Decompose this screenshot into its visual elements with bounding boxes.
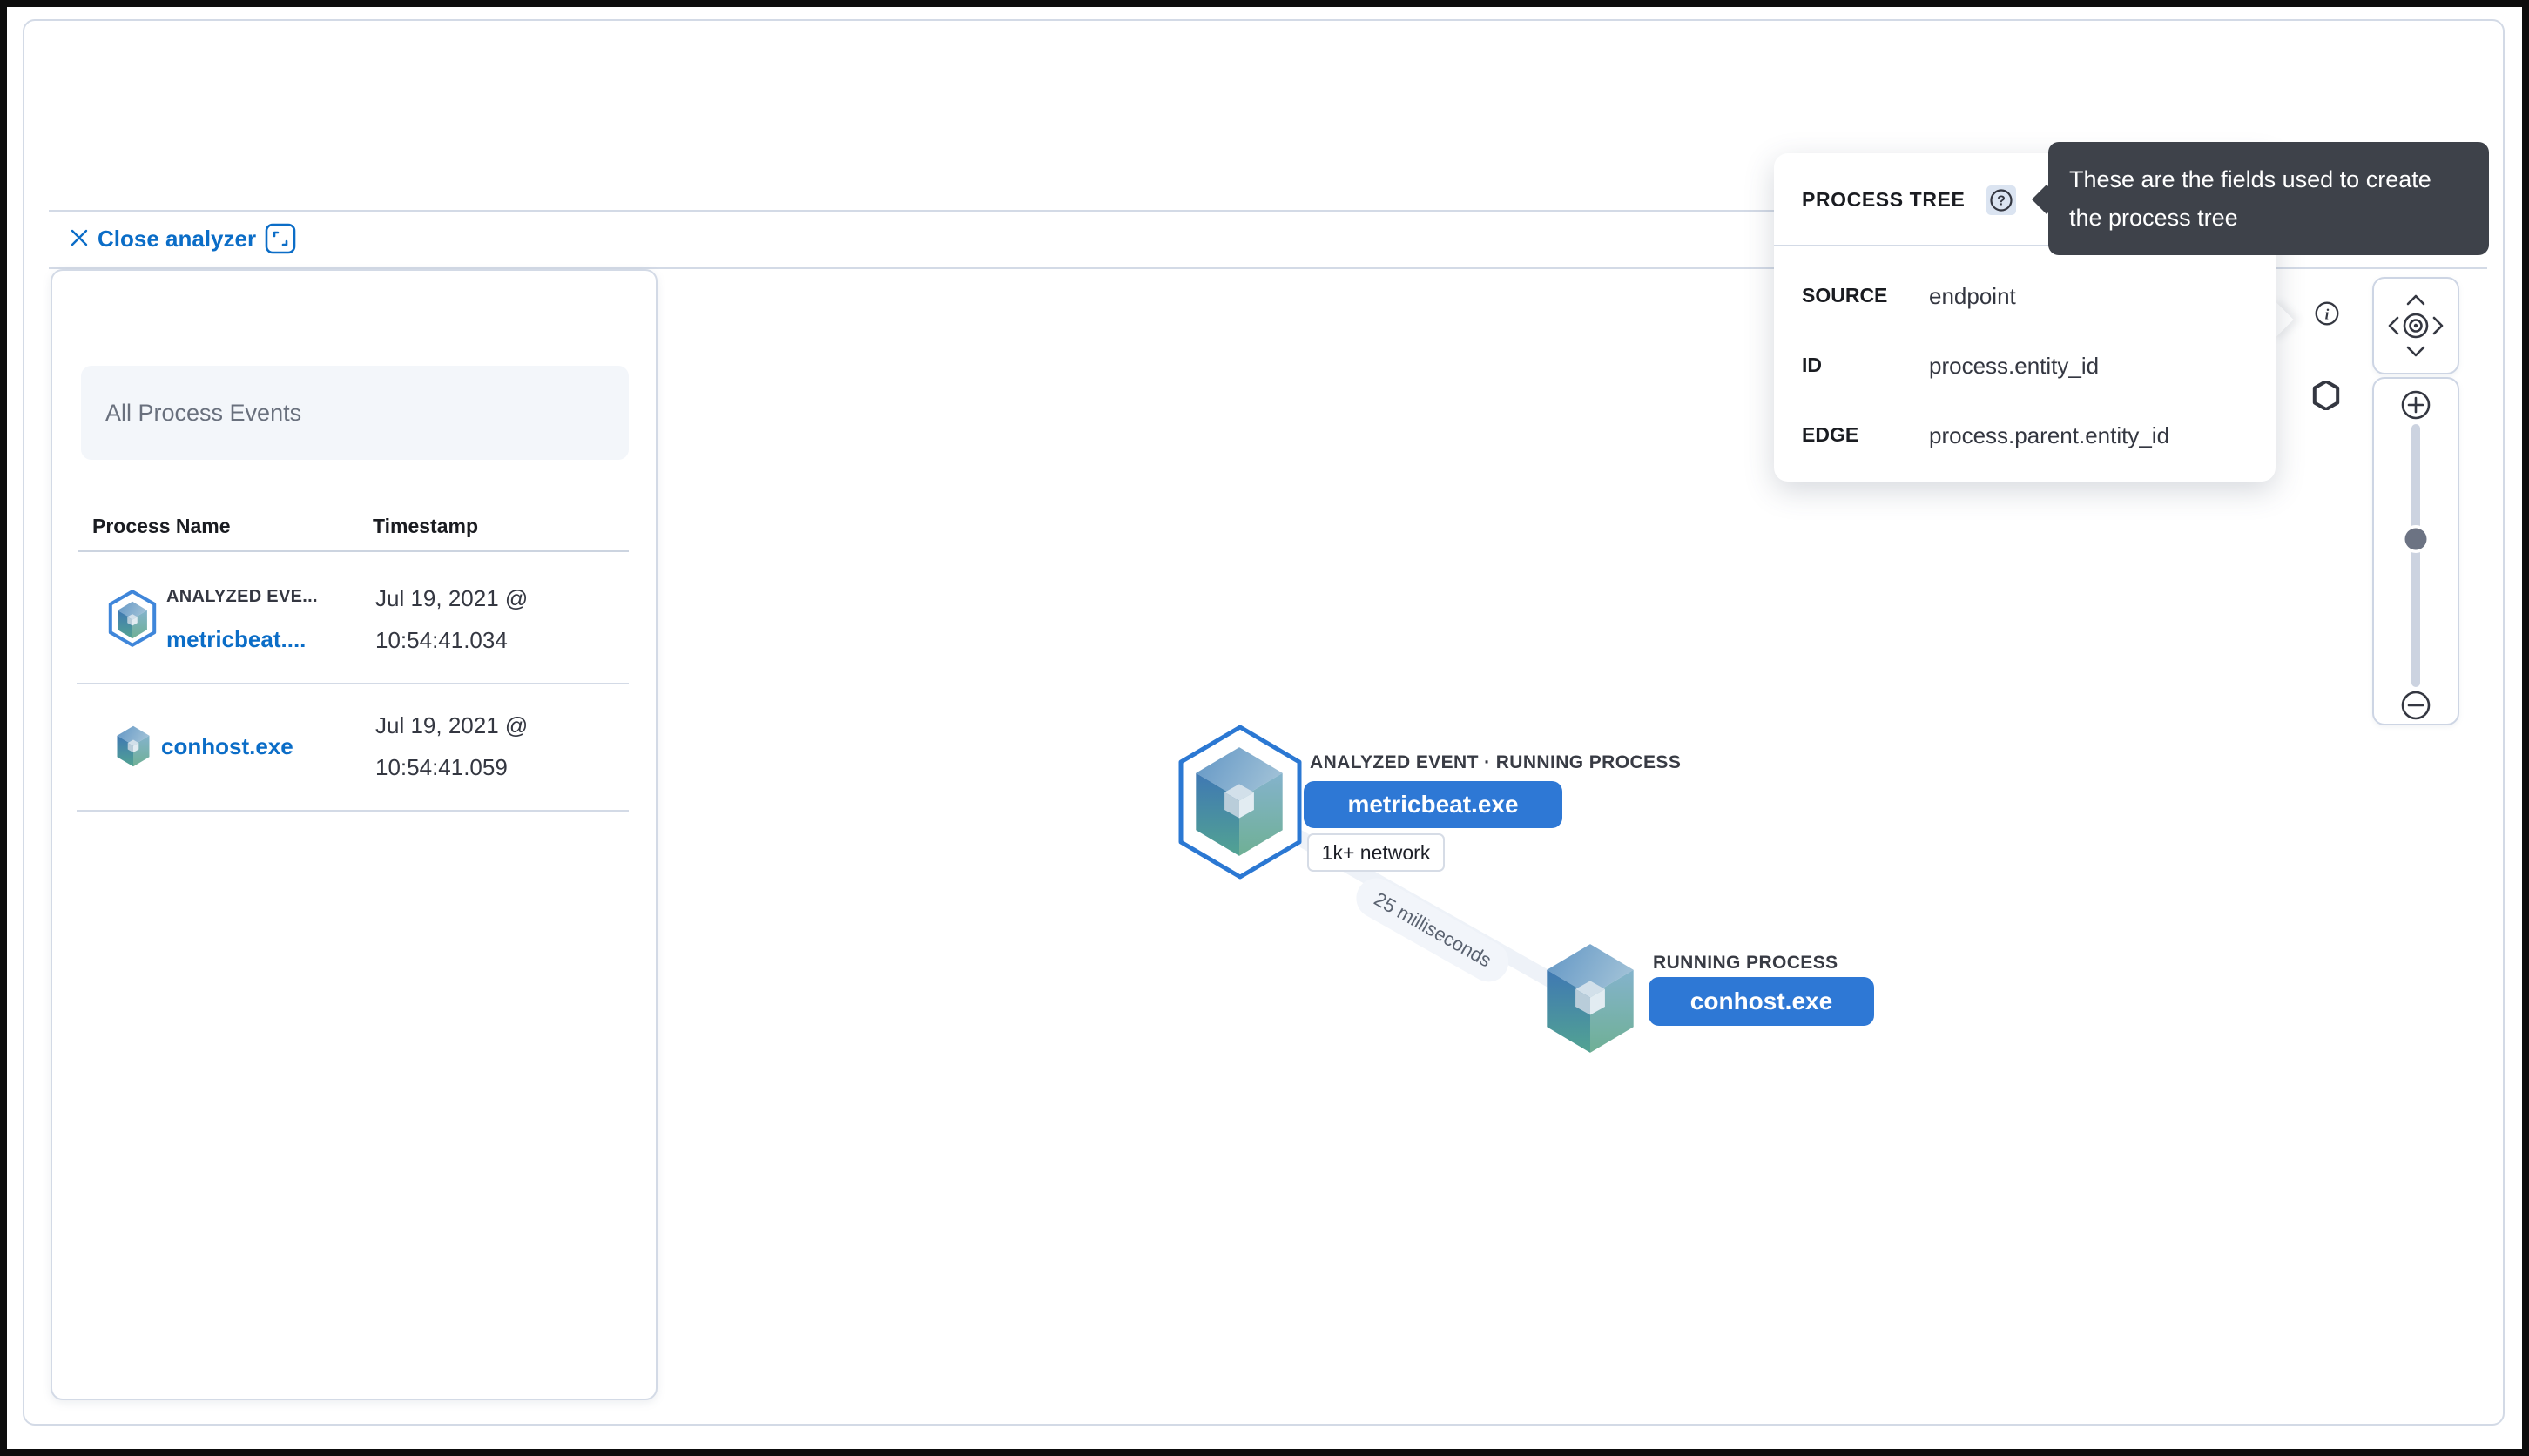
info-icon[interactable]: i [2314, 300, 2340, 327]
node-label-metricbeat: ANALYZED EVENT · RUNNING PROCESS [1310, 752, 1682, 772]
help-tooltip: These are the fields used to create the … [2048, 142, 2489, 255]
zoom-slider-thumb [2404, 528, 2427, 550]
zoom-in-icon [2401, 390, 2431, 420]
question-icon[interactable]: ? [1989, 188, 2013, 212]
zoom-controls [2401, 390, 2431, 720]
close-analyzer-button[interactable]: Close analyzer [98, 226, 257, 252]
pan-up-icon [2406, 294, 2425, 306]
analyzed-event-badge: ANALYZED EVE... [166, 587, 318, 606]
tooltip-text-line2: the process tree [2069, 205, 2238, 231]
network-events-pill[interactable]: 1k+ network [1307, 833, 1445, 872]
svg-text:i: i [2325, 307, 2330, 323]
hexagon-schema-icon[interactable] [2312, 381, 2340, 410]
timestamp-line: 10:54:41.059 [375, 754, 508, 780]
pan-control-pad [2372, 277, 2459, 374]
zoom-out-icon [2401, 691, 2431, 720]
header-bottom-divider [49, 267, 2487, 269]
node-label-conhost: RUNNING PROCESS [1653, 953, 1838, 973]
column-header-process-name: Process Name [92, 515, 231, 537]
process-link-conhost[interactable]: conhost.exe [161, 733, 293, 759]
process-cube-icon[interactable] [1543, 942, 1637, 1055]
timestamp-line: Jul 19, 2021 @ [375, 585, 529, 611]
field-value: process.parent.entity_id [1929, 422, 2170, 448]
field-value: endpoint [1929, 283, 2016, 309]
table-header-rule [78, 550, 629, 552]
event-filter-label: All Process Events [105, 400, 302, 426]
process-link-metricbeat[interactable]: metricbeat.... [166, 626, 307, 652]
pan-left-icon [2388, 316, 2399, 335]
field-value: process.entity_id [1929, 353, 2100, 379]
header-top-divider [49, 210, 2487, 212]
field-label: SOURCE [1802, 284, 1888, 307]
row-divider [77, 810, 629, 812]
column-header-timestamp: Timestamp [373, 515, 479, 537]
tooltip-text-line1: These are the fields used to create [2069, 166, 2431, 192]
pan-right-icon [2432, 316, 2444, 335]
node-button-conhost[interactable]: conhost.exe [1649, 977, 1874, 1026]
pan-down-icon [2406, 346, 2425, 357]
process-cube-icon [117, 601, 148, 639]
field-label: ID [1802, 354, 1822, 376]
event-filter-dropdown[interactable]: All Process Events [81, 366, 629, 460]
pan-controls [2388, 294, 2444, 357]
process-cube-icon[interactable] [1193, 745, 1285, 858]
close-icon[interactable] [66, 225, 92, 251]
timestamp-line: Jul 19, 2021 @ [375, 712, 529, 738]
timestamp-line: 10:54:41.034 [375, 627, 508, 653]
row-divider [77, 683, 629, 684]
center-camera-icon [2413, 323, 2418, 328]
svg-text:?: ? [1997, 194, 2006, 209]
node-button-metricbeat[interactable]: metricbeat.exe [1304, 781, 1562, 828]
popover-title: PROCESS TREE [1802, 188, 1966, 211]
field-label: EDGE [1802, 423, 1859, 446]
zoom-slider-track [2411, 424, 2420, 687]
popover-divider [1774, 245, 2276, 246]
fullscreen-icon[interactable] [264, 222, 297, 255]
process-cube-icon [116, 725, 151, 767]
